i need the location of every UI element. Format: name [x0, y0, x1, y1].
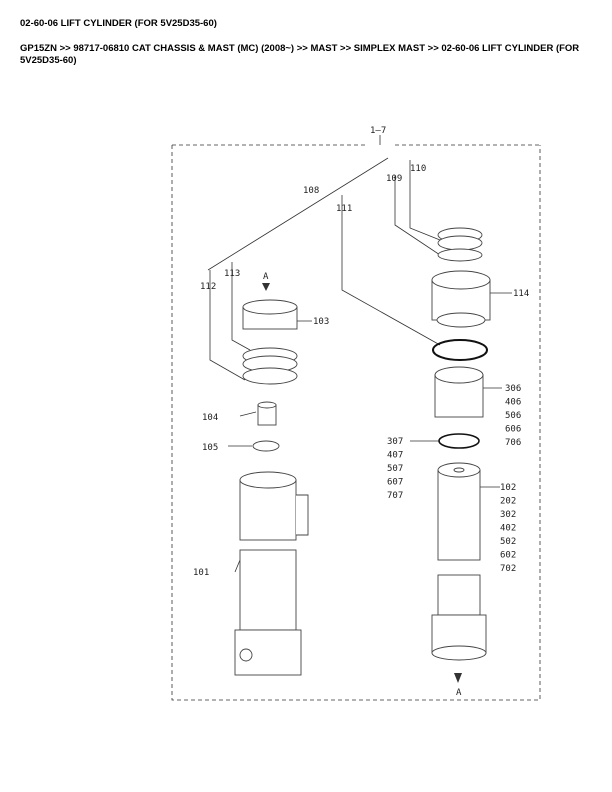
callout-109: 109: [386, 174, 402, 184]
part-103-ring: [242, 299, 298, 330]
callout-602: 602: [500, 551, 516, 561]
callout-114: 114: [513, 289, 529, 299]
callout-302: 302: [500, 510, 516, 520]
callout-103: 103: [313, 317, 329, 327]
callout-104: 104: [202, 413, 218, 423]
part-111-oring: [432, 339, 488, 361]
callout-assembly: 1–7: [370, 126, 386, 136]
part-104-bushing: [257, 401, 277, 426]
callout-407: 407: [387, 451, 403, 461]
part-112-113-packing: [242, 347, 298, 385]
callout-105: 105: [202, 443, 218, 453]
view-marker-top: A: [263, 272, 269, 282]
part-307-oring: [438, 433, 480, 449]
part-110-seal: [437, 227, 483, 251]
callout-113: 113: [224, 269, 240, 279]
part-109-ring: [437, 248, 483, 262]
callout-406: 406: [505, 398, 521, 408]
callout-706: 706: [505, 438, 521, 448]
callout-702: 702: [500, 564, 516, 574]
callout-102: 102: [500, 483, 516, 493]
arrow-down-icon: [262, 283, 270, 291]
callout-507: 507: [387, 464, 403, 474]
callout-307: 307: [387, 437, 403, 447]
callout-502: 502: [500, 537, 516, 547]
callout-101: 101: [193, 568, 209, 578]
view-marker-bottom: A: [456, 688, 462, 698]
callout-110: 110: [410, 164, 426, 174]
callout-108: 108: [303, 186, 319, 196]
arrow-down-icon: [454, 673, 462, 683]
callout-112: 112: [200, 282, 216, 292]
part-114-gland: [431, 270, 491, 328]
callout-202: 202: [500, 497, 516, 507]
part-105-ring: [252, 440, 280, 452]
page-title: 02-60-06 LIFT CYLINDER (FOR 5V25D35-60): [20, 18, 217, 29]
callout-111: 111: [336, 204, 352, 214]
callout-506: 506: [505, 411, 521, 421]
part-102-piston-rod: [431, 462, 487, 661]
callout-606: 606: [505, 425, 521, 435]
callout-402: 402: [500, 524, 516, 534]
callout-607: 607: [387, 478, 403, 488]
callout-306: 306: [505, 384, 521, 394]
part-306-bushing: [434, 366, 484, 418]
callout-707: 707: [387, 491, 403, 501]
breadcrumb: GP15ZN >> 98717-06810 CAT CHASSIS & MAST…: [20, 43, 580, 66]
part-101-cylinder-tube: [234, 471, 309, 676]
assembly-boundary: [171, 144, 541, 701]
